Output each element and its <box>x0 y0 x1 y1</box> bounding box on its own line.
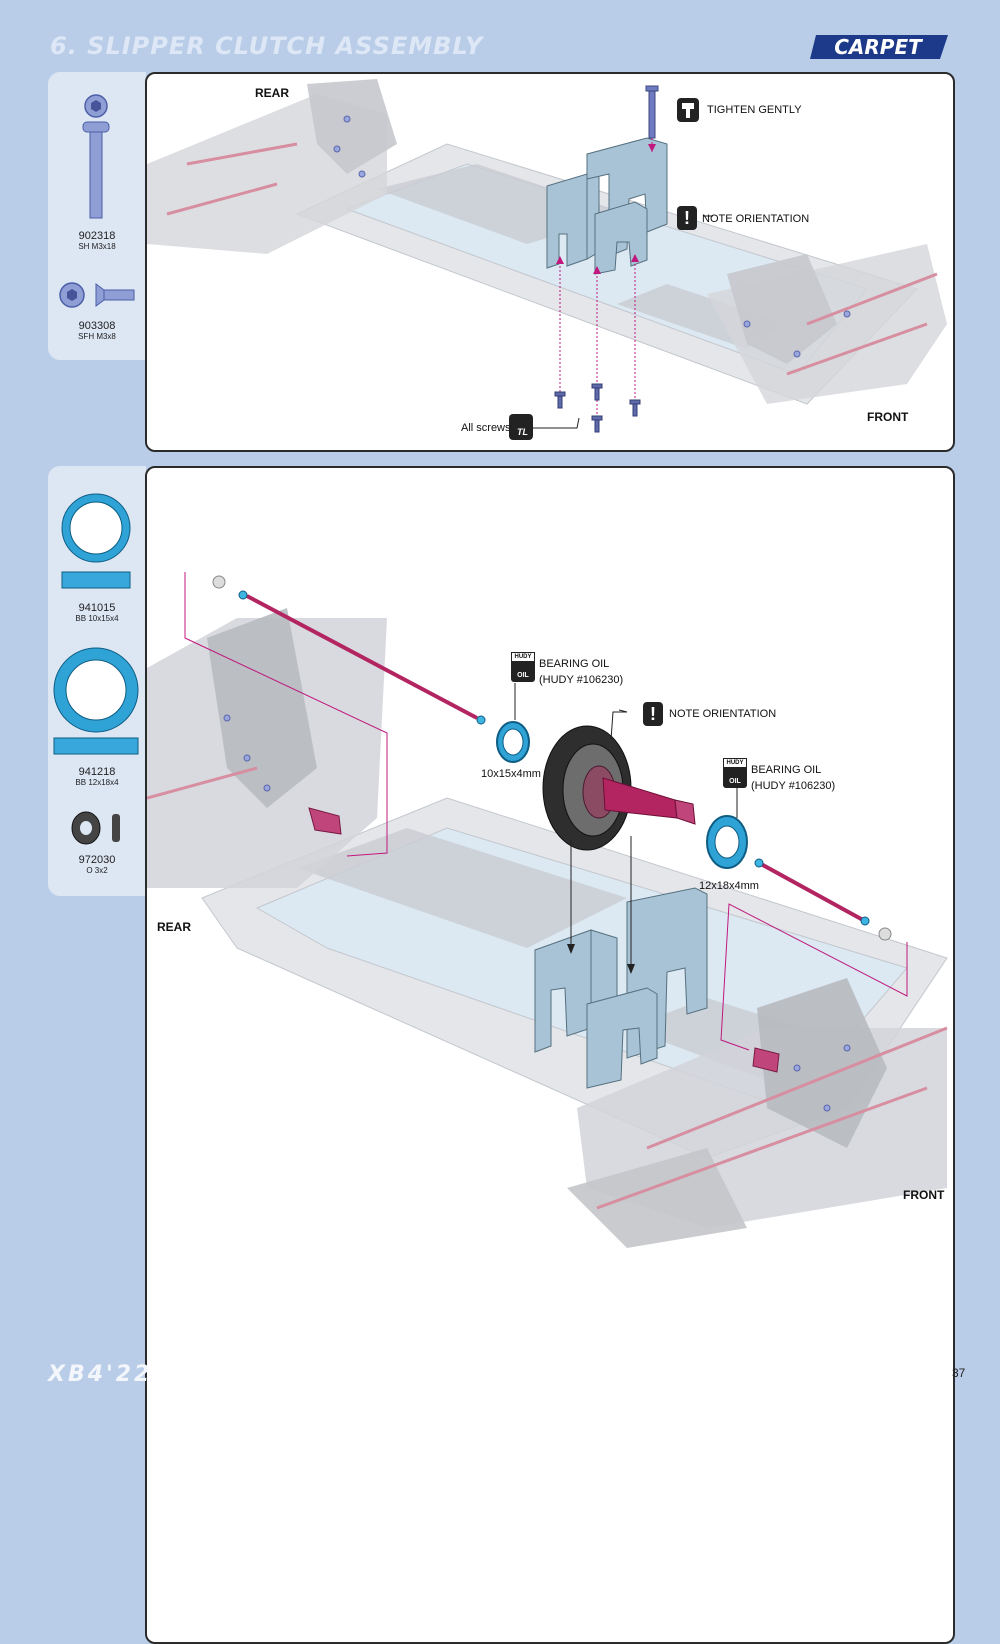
front-label-text: FRONT <box>867 410 909 424</box>
screw-shcs-icon <box>82 94 110 219</box>
part-941218: 941218 BB 12x18x4 <box>48 766 146 788</box>
o-ring-icon <box>71 811 120 845</box>
tighten-gently-label: TIGHTEN GENTLY <box>707 104 802 116</box>
page-number: 37 <box>952 1366 966 1380</box>
oil-tag: OIL <box>729 778 741 785</box>
part-code: 941015 <box>78 602 116 614</box>
front-label-text: FRONT <box>903 1188 945 1202</box>
part-code: 902318 <box>78 230 116 242</box>
part-desc: SFH M3x8 <box>78 332 116 341</box>
bearing-oil-ref-2: (HUDY #106230) <box>751 780 836 792</box>
bearing-12x18x4-icon <box>53 647 139 755</box>
warning-icon: ! <box>677 206 697 230</box>
thread-lock-text: TL <box>517 427 528 437</box>
bearing-oil-icon: HUDY OIL <box>511 652 535 682</box>
part-desc: BB 10x15x4 <box>75 614 119 623</box>
note-orientation-label: NOTE ORIENTATION <box>669 708 777 720</box>
part-code: 903308 <box>78 320 116 332</box>
tighten-gently-icon <box>677 98 699 122</box>
rear-label-text: REAR <box>157 920 192 934</box>
bearing-oil-label-1: BEARING OIL <box>539 658 610 670</box>
part-desc: SH M3x18 <box>78 242 116 251</box>
step2-panel: REAR FRONT HUDY OIL BEARING OIL (HUDY #1… <box>145 466 955 1644</box>
model-logo: XB4'22 <box>48 1362 153 1387</box>
chassis-assembly-diagram-2 <box>147 572 948 1248</box>
oil-tag: OIL <box>517 672 529 679</box>
step1-panel: REAR FRONT TIGHTEN GENTLY ! NOTE ORIENTA… <box>145 72 955 452</box>
front-label: FRONT <box>903 1188 944 1202</box>
chassis-assembly-diagram-1 <box>147 79 947 433</box>
section-title: 6. SLIPPER CLUTCH ASSEMBLY <box>50 32 484 60</box>
part-desc: BB 12x18x4 <box>75 778 119 787</box>
bearing-10x15x4-icon <box>61 493 131 589</box>
part-desc: O 3x2 <box>86 866 108 875</box>
bearing-size-12x18x4: 12x18x4mm <box>699 880 759 892</box>
rear-label: REAR <box>255 86 289 100</box>
bearing-oil-label-2: BEARING OIL <box>751 764 822 776</box>
bearing-oil-icon: HUDY OIL <box>723 758 747 788</box>
parts-list-step1: 902318 SH M3x18 903308 SFH M3x8 <box>48 72 146 360</box>
parts-list-step2: 941015 BB 10x15x4 941218 BB 12x18x4 9720… <box>48 466 146 896</box>
front-label: FRONT <box>867 410 908 424</box>
part-code: 941218 <box>78 766 116 778</box>
hudy-tag: HUDY <box>723 758 747 768</box>
bearing-size-10x15x4: 10x15x4mm <box>481 768 541 780</box>
warning-icon: ! <box>643 702 663 726</box>
part-902318: 902318 SH M3x18 <box>48 230 146 252</box>
thread-lock-icon: TL <box>509 414 533 440</box>
badge-text: CARPET <box>834 35 923 59</box>
part-972030: 972030 O 3x2 <box>48 854 146 876</box>
screw-sfh-icon <box>59 282 135 308</box>
rear-label: REAR <box>157 920 191 934</box>
part-941015: 941015 BB 10x15x4 <box>48 602 146 624</box>
all-screws-label: All screws <box>461 422 511 434</box>
note-orientation-label: NOTE ORIENTATION <box>702 213 810 225</box>
rear-label-text: REAR <box>255 86 290 100</box>
part-code: 972030 <box>78 854 116 866</box>
hudy-tag: HUDY <box>511 652 535 662</box>
bearing-oil-ref-1: (HUDY #106230) <box>539 674 624 686</box>
part-903308: 903308 SFH M3x8 <box>48 320 146 342</box>
carpet-badge: CARPET <box>810 35 948 59</box>
